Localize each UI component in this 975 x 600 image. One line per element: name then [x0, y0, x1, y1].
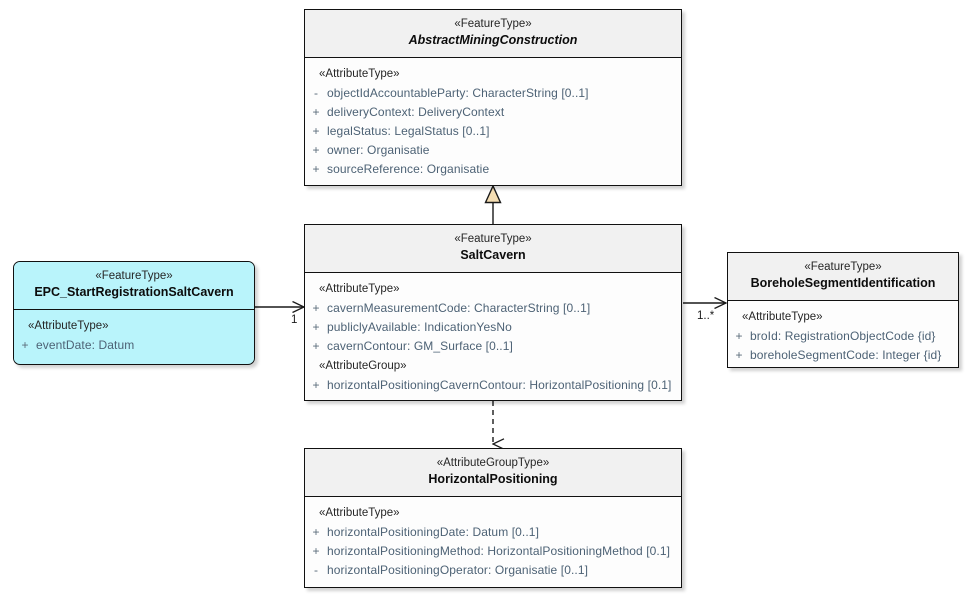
class-body: «AttributeType» + cavernMeasurementCode:…	[305, 273, 681, 400]
attribute-text: boreholeSegmentCode: Integer {id}	[750, 348, 942, 362]
visibility-marker: +	[312, 339, 320, 353]
attribute-row[interactable]: + broId: RegistrationObjectCode {id}	[728, 327, 958, 346]
visibility-marker: +	[312, 378, 320, 392]
visibility-marker: +	[312, 525, 320, 539]
visibility-marker: -	[314, 86, 318, 100]
attribute-row[interactable]: + publiclyAvailable: IndicationYesNo	[305, 318, 681, 337]
class-salt-cavern[interactable]: «FeatureType» SaltCavern «AttributeType»…	[304, 224, 682, 401]
attribute-text: cavernContour: GM_Surface [0..1]	[327, 339, 513, 353]
attribute-row[interactable]: + horizontalPositioningMethod: Horizonta…	[305, 542, 681, 561]
multiplicity-saltcavern-to-borehole: 1..*	[697, 310, 715, 322]
class-horizontal-positioning[interactable]: «AttributeGroupType» HorizontalPositioni…	[304, 448, 682, 588]
visibility-marker: +	[312, 301, 320, 315]
visibility-marker: +	[312, 320, 320, 334]
class-stereotype: «AttributeGroupType»	[436, 457, 550, 469]
attribute-text: eventDate: Datum	[36, 338, 135, 352]
class-header: «FeatureType» AbstractMiningConstruction	[305, 10, 681, 58]
visibility-marker: +	[312, 143, 320, 157]
attribute-group-label: «AttributeType»	[319, 283, 400, 295]
class-header: «AttributeGroupType» HorizontalPositioni…	[305, 449, 681, 497]
attribute-text: deliveryContext: DeliveryContext	[327, 105, 505, 119]
attribute-text: horizontalPositioningMethod: HorizontalP…	[327, 544, 671, 558]
attribute-group-label: «AttributeType»	[319, 68, 400, 80]
class-title: AbstractMiningConstruction	[408, 33, 578, 47]
connector-generalization[interactable]	[484, 184, 502, 226]
class-body: «AttributeType» - objectIdAccountablePar…	[305, 58, 681, 185]
attribute-row[interactable]: + cavernContour: GM_Surface [0..1]	[305, 337, 681, 356]
attribute-row[interactable]: + legalStatus: LegalStatus [0..1]	[305, 122, 681, 141]
attribute-group-label: «AttributeType»	[742, 311, 823, 323]
class-abstract-mining-construction[interactable]: «FeatureType» AbstractMiningConstruction…	[304, 9, 682, 186]
visibility-marker: -	[314, 563, 318, 577]
attribute-text: sourceReference: Organisatie	[327, 162, 490, 176]
attribute-row[interactable]: + sourceReference: Organisatie	[305, 160, 681, 179]
attribute-group-label: «AttributeType»	[28, 320, 109, 332]
attribute-row[interactable]: + deliveryContext: DeliveryContext	[305, 103, 681, 122]
visibility-marker: +	[312, 544, 320, 558]
attribute-text: horizontalPositioningDate: Datum [0..1]	[327, 525, 540, 539]
generalization-triangle	[484, 184, 502, 204]
class-stereotype: «FeatureType»	[454, 233, 532, 245]
class-header: «FeatureType» EPC_StartRegistrationSaltC…	[14, 262, 254, 310]
visibility-marker: +	[312, 124, 320, 138]
attribute-group-label: «AttributeType»	[319, 507, 400, 519]
visibility-marker: +	[312, 105, 320, 119]
visibility-marker: +	[312, 162, 320, 176]
attribute-text: publiclyAvailable: IndicationYesNo	[327, 320, 512, 334]
class-header: «FeatureType» SaltCavern	[305, 225, 681, 273]
class-borehole-segment-identification[interactable]: «FeatureType» BoreholeSegmentIdentificat…	[727, 252, 959, 368]
attribute-row[interactable]: - objectIdAccountableParty: CharacterStr…	[305, 84, 681, 103]
attribute-text: horizontalPositioningCavernContour: Hori…	[327, 378, 672, 392]
class-body: «AttributeType» + eventDate: Datum	[14, 310, 254, 362]
attribute-text: objectIdAccountableParty: CharacterStrin…	[327, 86, 589, 100]
attribute-row[interactable]: + eventDate: Datum	[14, 336, 254, 355]
attribute-text: owner: Organisatie	[327, 143, 430, 157]
attribute-text: broId: RegistrationObjectCode {id}	[750, 329, 936, 343]
multiplicity-epc-to-saltcavern: 1	[291, 314, 298, 326]
attribute-row[interactable]: + owner: Organisatie	[305, 141, 681, 160]
class-title: SaltCavern	[460, 248, 526, 262]
visibility-marker: +	[21, 338, 29, 352]
attribute-row[interactable]: + horizontalPositioningDate: Datum [0..1…	[305, 523, 681, 542]
attribute-row[interactable]: + horizontalPositioningCavernContour: Ho…	[305, 376, 681, 395]
class-stereotype: «FeatureType»	[804, 261, 882, 273]
class-body: «AttributeType» + broId: RegistrationObj…	[728, 301, 958, 367]
attribute-row[interactable]: + cavernMeasurementCode: CharacterString…	[305, 299, 681, 318]
class-epc-start-registration-salt-cavern[interactable]: «FeatureType» EPC_StartRegistrationSaltC…	[13, 261, 255, 365]
class-header: «FeatureType» BoreholeSegmentIdentificat…	[728, 253, 958, 301]
attribute-row[interactable]: - horizontalPositioningOperator: Organis…	[305, 561, 681, 580]
class-stereotype: «FeatureType»	[95, 270, 173, 282]
visibility-marker: +	[735, 348, 743, 362]
class-body: «AttributeType» + horizontalPositioningD…	[305, 497, 681, 587]
attribute-text: legalStatus: LegalStatus [0..1]	[327, 124, 490, 138]
attribute-text: horizontalPositioningOperator: Organisat…	[327, 563, 589, 577]
class-title: EPC_StartRegistrationSaltCavern	[34, 285, 234, 299]
class-stereotype: «FeatureType»	[454, 18, 532, 30]
attribute-row[interactable]: + boreholeSegmentCode: Integer {id}	[728, 346, 958, 365]
visibility-marker: +	[735, 329, 743, 343]
attribute-group-label: «AttributeGroup»	[319, 360, 407, 372]
class-title: BoreholeSegmentIdentification	[750, 276, 936, 290]
attribute-text: cavernMeasurementCode: CharacterString […	[327, 301, 591, 315]
class-title: HorizontalPositioning	[428, 472, 558, 486]
